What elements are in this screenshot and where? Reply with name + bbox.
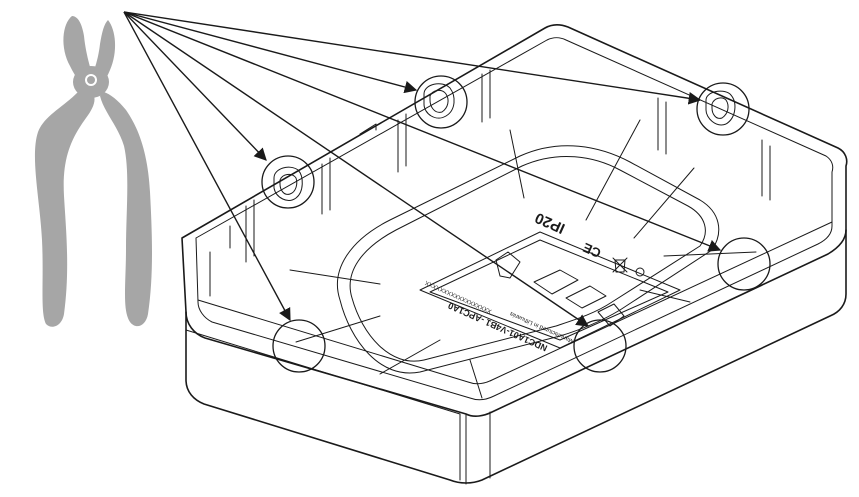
ce-mark-icon: CE	[580, 240, 603, 261]
cut-point-circle	[414, 75, 468, 129]
weee-bin-icon	[612, 257, 628, 273]
cut-point-circle	[573, 319, 627, 373]
housing-tray	[181, 24, 848, 485]
side-cutter-pliers-icon	[34, 16, 152, 327]
svg-text:CE: CE	[580, 240, 603, 261]
recycle-icon	[635, 267, 645, 277]
cut-point-circle	[717, 237, 771, 291]
clip-pockets	[273, 83, 736, 201]
arrow	[123, 11, 291, 322]
arrow	[123, 11, 590, 327]
cut-point-circle	[696, 82, 750, 136]
cut-point-circle	[261, 155, 315, 209]
arrow	[123, 11, 722, 252]
tray-interior	[289, 119, 757, 399]
arrow	[123, 11, 267, 161]
arrow	[123, 11, 702, 105]
cut-point-markers	[261, 75, 771, 373]
cut-point-circle	[272, 319, 326, 373]
cut-arrows	[123, 11, 722, 327]
arrow	[123, 11, 418, 94]
